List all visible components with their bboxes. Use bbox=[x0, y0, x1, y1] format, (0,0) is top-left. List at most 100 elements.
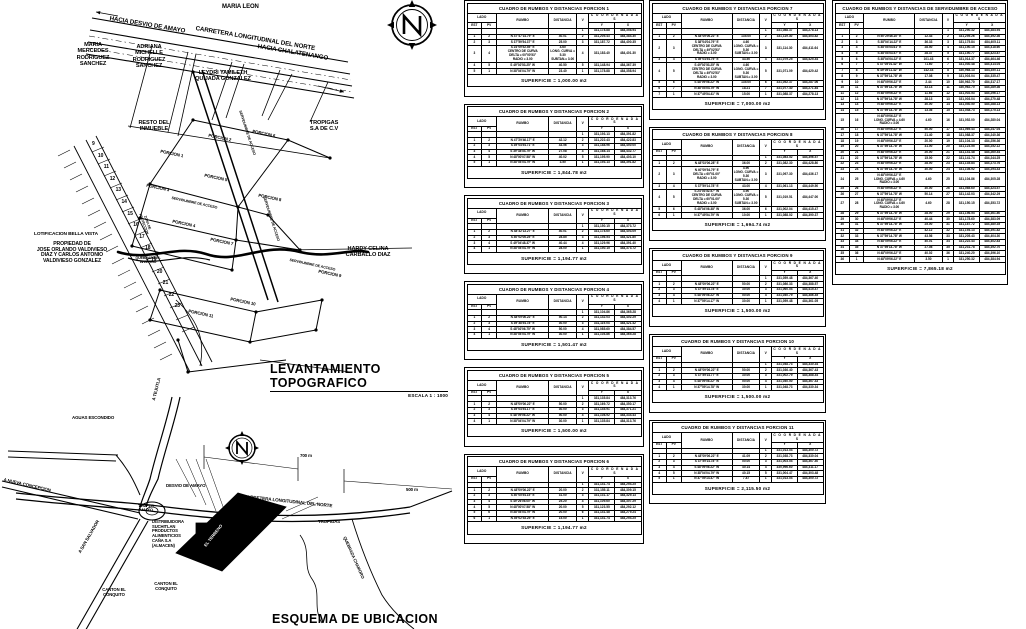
survey-table-card: CUADRO DE RUMBOS Y DISTANCIAS PORCION 11… bbox=[649, 419, 826, 505]
table-title: CUADRO DE RUMBOS Y DISTANCIAS PORCION 6 bbox=[466, 456, 642, 467]
cell-coord-x: 484,436.17 bbox=[796, 165, 824, 185]
cell-pv: 1 bbox=[666, 212, 682, 219]
cell-v: 1 bbox=[941, 256, 955, 263]
cell-coord-x: 484,388.44 bbox=[796, 372, 824, 380]
cell-rumbo: N 38°04'04.79" W bbox=[496, 68, 550, 75]
cell-v: 3 bbox=[759, 459, 773, 466]
drawing-area: HACIA DESVIO DE AMAYO CARRETERA LONGITUD… bbox=[0, 0, 458, 629]
header-rumbo: RUMBO bbox=[496, 380, 550, 397]
cell-est: 2 bbox=[651, 39, 668, 58]
header-coordenadas: C O O R D E N A D A S bbox=[771, 346, 824, 357]
cell-pv: 1 bbox=[666, 91, 682, 98]
cell-pv: 11 bbox=[848, 84, 865, 92]
cell-rumbo: N 48°09'06.22" E LONG. CURVA = 4.60 RADI… bbox=[863, 172, 916, 187]
header-lado: LADO bbox=[466, 294, 498, 305]
header-v: V bbox=[759, 346, 773, 363]
header-rumbo: RUMBO bbox=[496, 207, 550, 225]
plan-title-block: LEVANTAMIENTO TOPOGRAFICO ESCALA 1 : 100… bbox=[270, 362, 448, 398]
label-quebrada-invierno: QUEBRADA EL INVIERNO bbox=[135, 256, 161, 265]
cell-v: 1 bbox=[759, 298, 773, 305]
header-lado: LADO bbox=[834, 12, 865, 24]
header-coordenadas: C O O R D E N A D A S bbox=[588, 294, 642, 305]
cell-coord-x: 484,373.72 bbox=[614, 246, 642, 253]
cell-est: 5 bbox=[466, 68, 483, 75]
cell-coord-x: 484,367.39 bbox=[614, 62, 642, 70]
table-title: CUADRO DE RUMBOS Y DISTANCIAS PORCION 7 bbox=[651, 2, 824, 13]
cell-coord-x: 484,411.64 bbox=[796, 39, 824, 58]
cell-rumbo: S 49°26'06.00" W bbox=[496, 498, 550, 506]
cell-coord-x: 484,280.04 bbox=[978, 113, 1006, 128]
cell-coord-x: 484,335.47 bbox=[978, 73, 1006, 81]
header-pv: PV bbox=[481, 22, 498, 29]
cell-est: 4 bbox=[651, 62, 668, 81]
lot-number: 18 bbox=[145, 245, 151, 252]
cell-pv: 12 bbox=[848, 90, 865, 98]
cell-coord-y: 331,104.86 bbox=[953, 172, 980, 187]
cell-coord-x: 484,367.43 bbox=[796, 367, 824, 374]
cell-est: 2 bbox=[651, 165, 668, 185]
cell-coord-x: 484,313.76 bbox=[614, 418, 642, 425]
cell-rumbo: S 38°04'04.79" E CENTRO DE CURVA DELTA =… bbox=[680, 39, 733, 58]
cell-rumbo: S 40°05'54.15" E bbox=[496, 492, 550, 500]
cell-distancia: 15.00 bbox=[731, 91, 761, 98]
cell-pv: 13 bbox=[848, 96, 865, 103]
cell-rumbo bbox=[496, 395, 550, 403]
header-rumbo: RUMBO bbox=[496, 466, 550, 483]
header-coordenadas: C O O R D E N A D A S bbox=[771, 12, 824, 24]
cell-pv: 5 bbox=[666, 189, 682, 208]
location-title: ESQUEMA DE UBICACION bbox=[272, 612, 438, 626]
header-distancia: DISTANCIA bbox=[914, 12, 943, 29]
header-pv: PV bbox=[666, 22, 682, 29]
cell-coord-y: 331,088.37 bbox=[771, 91, 798, 98]
cell-distancia: 4.60 bbox=[914, 197, 943, 212]
cell-coord-x: 484,305.28 bbox=[978, 172, 1006, 187]
survey-table-block: CUADRO DE RUMBOS Y DISTANCIAS DE SERVIDU… bbox=[834, 2, 1006, 276]
header-pv: PV bbox=[481, 303, 498, 311]
cell-v: 5 bbox=[576, 504, 590, 511]
header-lado: LADO bbox=[651, 432, 682, 443]
header-coord-x: X bbox=[614, 389, 642, 397]
survey-table-block: CUADRO DE RUMBOS Y DISTANCIAS PORCION 10… bbox=[651, 336, 824, 404]
cell-pv: 3 bbox=[666, 165, 682, 185]
header-coord-x: X bbox=[796, 441, 824, 449]
cell-coord-y: 331,071.09 bbox=[771, 62, 798, 81]
cell-coord-x: 484,294.25 bbox=[614, 515, 642, 523]
cell-v: 4 bbox=[759, 378, 773, 386]
cell-coord-x: 484,289.36 bbox=[978, 84, 1006, 92]
cell-v: 3 bbox=[759, 286, 773, 294]
cell-v: 2 bbox=[759, 453, 773, 461]
header-distancia: DISTANCIA bbox=[548, 12, 578, 29]
cell-est: 4 bbox=[466, 246, 483, 253]
cell-rumbo: N 37°49'54.79" W bbox=[680, 212, 733, 219]
cell-pv: 1 bbox=[481, 159, 498, 167]
label-canton-conquito-2: CANTON EL CONQUITO bbox=[154, 581, 178, 591]
cell-pv: 8 bbox=[848, 67, 865, 75]
cell-coord-x: 484,271.84 bbox=[796, 85, 824, 93]
cell-v: 11 bbox=[941, 84, 955, 92]
cell-pv: 14 bbox=[848, 101, 865, 109]
cell-v: 8 bbox=[941, 67, 955, 75]
cell-est: 27 bbox=[834, 197, 850, 212]
cell-est: 4 bbox=[651, 298, 668, 305]
cell-v: 3 bbox=[576, 492, 590, 500]
